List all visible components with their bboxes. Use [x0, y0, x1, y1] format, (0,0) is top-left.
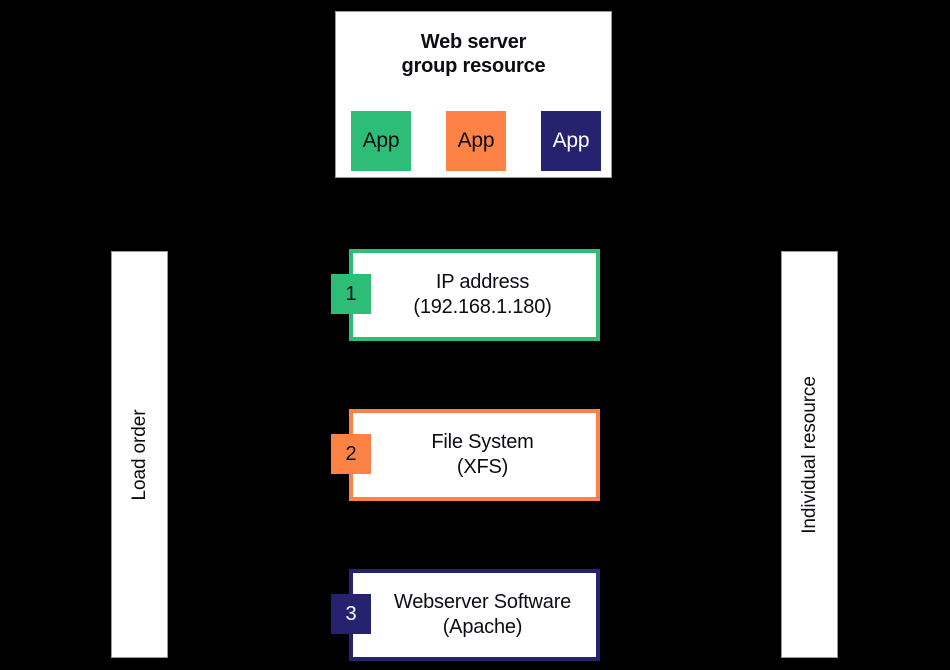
app-chip-3-label: App — [552, 129, 590, 152]
resource-badge-2: 2 — [331, 434, 371, 474]
resource-box-file-system: File System (XFS) — [349, 409, 600, 501]
load-order-label: Load order — [128, 409, 150, 500]
resource-badge-3-label: 3 — [345, 602, 357, 625]
resource-box-webserver-software-line1: Webserver Software — [393, 591, 572, 613]
resource-box-webserver-software-text: Webserver Software (Apache) — [353, 573, 596, 657]
resource-box-ip-address-text: IP address (192.168.1.180) — [353, 253, 596, 337]
app-chip-row: App App App — [351, 111, 601, 171]
app-chip-3: App — [541, 111, 601, 171]
app-chip-1-label: App — [362, 129, 400, 152]
app-chip-1: App — [351, 111, 411, 171]
resource-box-webserver-software-line2: (Apache) — [442, 616, 523, 638]
app-chip-2: App — [446, 111, 506, 171]
resource-badge-3: 3 — [331, 594, 371, 634]
resource-box-webserver-software: Webserver Software (Apache) — [349, 569, 600, 661]
load-order-bar: Load order — [111, 251, 168, 658]
resource-badge-2-label: 2 — [345, 442, 357, 465]
resource-box-file-system-line1: File System — [431, 431, 534, 453]
group-resource-title: Web server group resource — [401, 31, 546, 77]
app-chip-2-label: App — [457, 129, 495, 152]
resource-badge-1-label: 1 — [345, 282, 357, 305]
resource-box-ip-address-line2: (192.168.1.180) — [413, 296, 552, 318]
individual-resource-bar: Individual resource — [781, 251, 838, 658]
individual-resource-label: Individual resource — [798, 375, 820, 534]
resource-box-file-system-text: File System (XFS) — [353, 413, 596, 497]
group-resource-panel: Web server group resource App App App — [335, 11, 612, 178]
resource-badge-1: 1 — [331, 274, 371, 314]
resource-box-ip-address-line1: IP address — [435, 271, 530, 293]
resource-box-file-system-line2: (XFS) — [456, 456, 509, 478]
resource-box-ip-address: IP address (192.168.1.180) — [349, 249, 600, 341]
